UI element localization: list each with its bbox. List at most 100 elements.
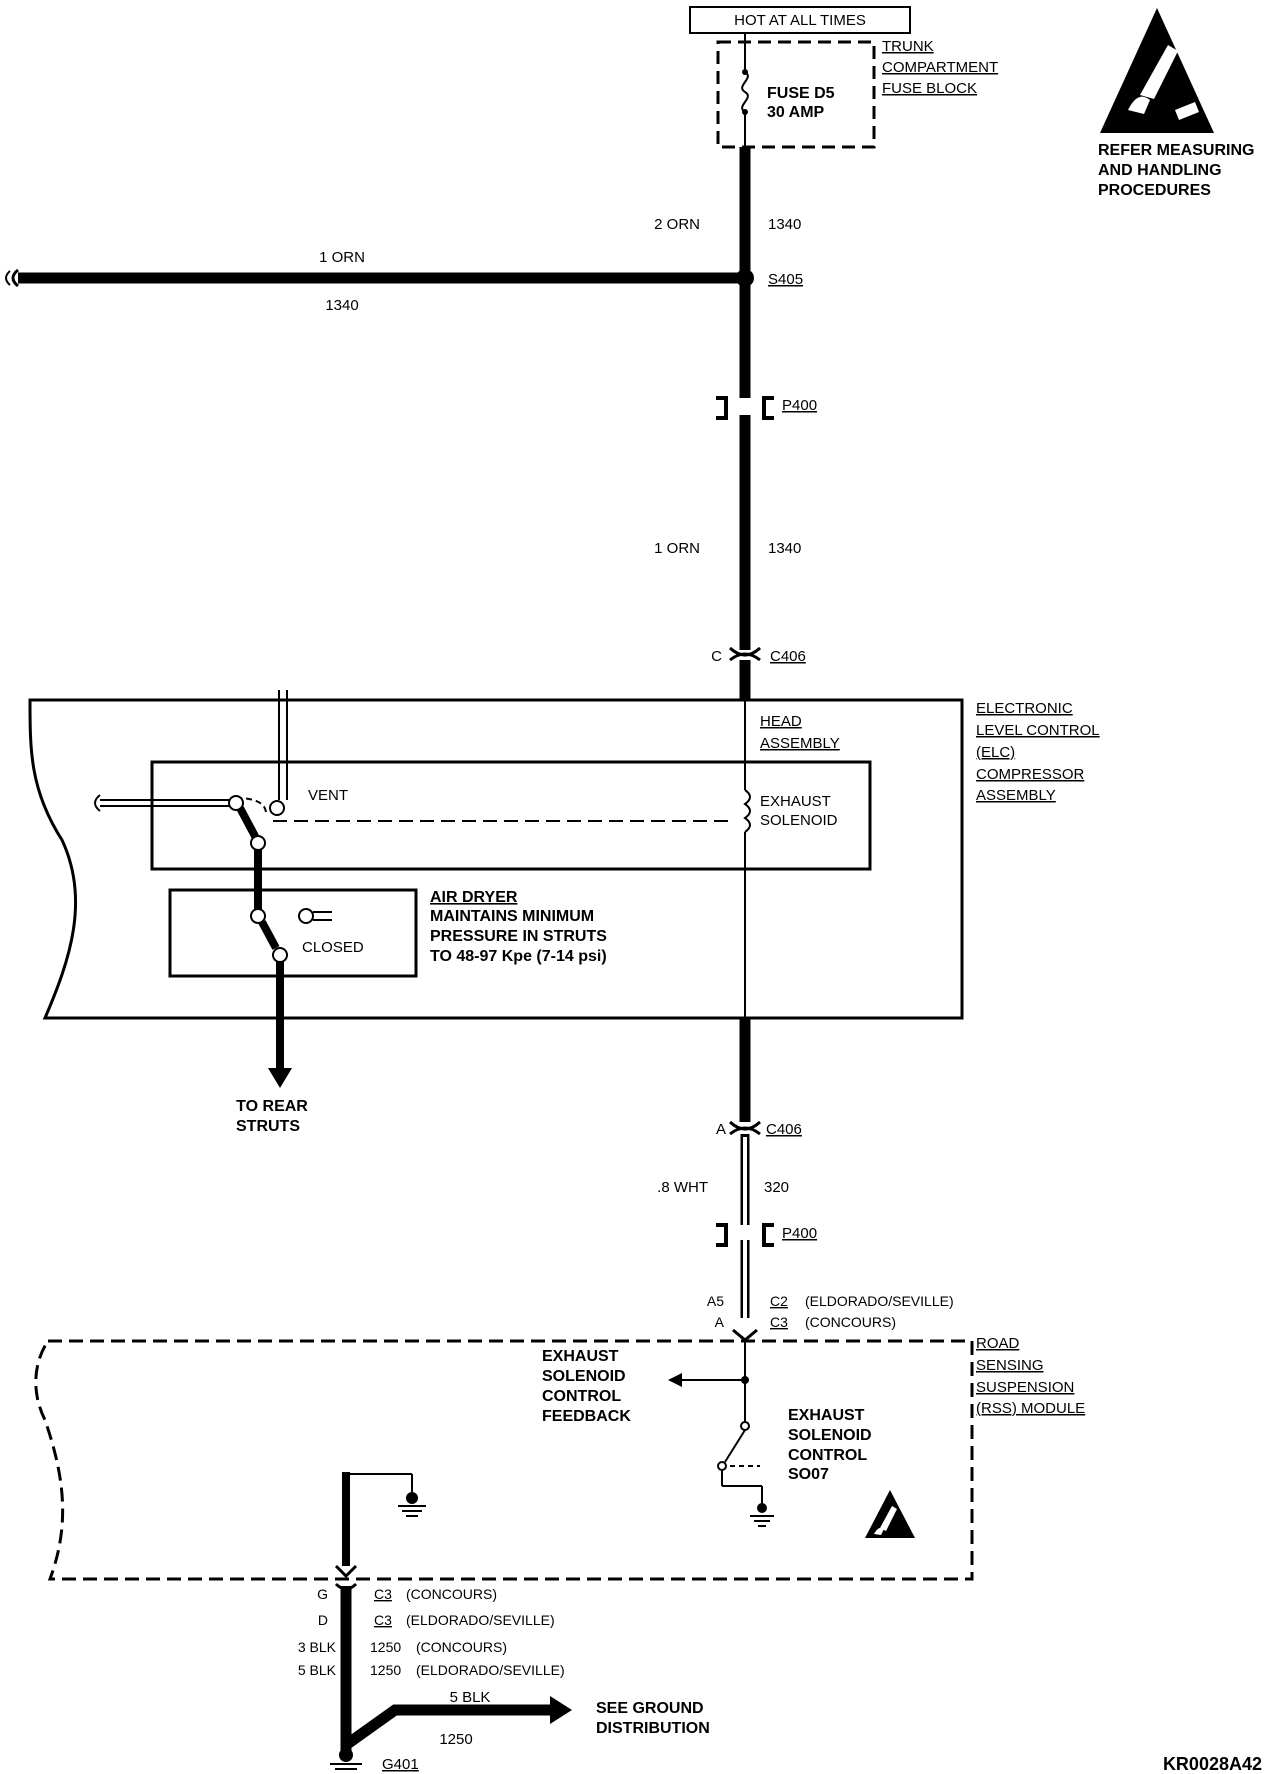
control-1: EXHAUST [788, 1407, 865, 1424]
p400-bottom-label: P400 [782, 1225, 817, 1242]
hot-label: HOT AT ALL TIMES [734, 12, 866, 29]
solenoid-label-2: SOLENOID [760, 812, 838, 829]
see-ground-2: DISTRIBUTION [596, 1720, 710, 1737]
drawing-id: KR0028A42 [1163, 1754, 1262, 1774]
splice-dot [736, 269, 754, 287]
c406-bottom-pin: A [716, 1121, 726, 1138]
rss-c3-note: (CONCOURS) [805, 1314, 896, 1330]
rss-c3-pin: A [715, 1314, 725, 1330]
control-4: SO07 [788, 1466, 829, 1483]
c406-top-connector [728, 646, 762, 662]
rss-c2-pin: A5 [707, 1293, 724, 1309]
fuse-block-label-2: COMPARTMENT [882, 59, 998, 76]
esd-note-1: REFER MEASURING [1098, 142, 1254, 159]
rss-c3-label: C3 [770, 1314, 788, 1330]
head-assembly-2: ASSEMBLY [760, 735, 840, 752]
ground-branch-circuit: 1250 [439, 1731, 472, 1748]
ground-branch-size-color: 5 BLK [450, 1689, 491, 1706]
branch-circuit: 1340 [325, 297, 358, 314]
ground-row1-a: G [317, 1586, 328, 1602]
rss-c2-label: C2 [770, 1293, 788, 1309]
feedback-3: CONTROL [542, 1388, 621, 1405]
elc-title-4: COMPRESSOR [976, 766, 1085, 783]
wire1-size-color: 2 ORN [654, 216, 700, 233]
air-dryer-line-2: PRESSURE IN STRUTS [430, 928, 607, 945]
air-dryer-title: AIR DRYER [430, 889, 518, 906]
fuse-block-label-1: TRUNK [882, 38, 934, 55]
wire1-circuit: 1340 [768, 216, 801, 233]
p400-bottom-connector [716, 1223, 774, 1247]
p400-top-connector [716, 396, 774, 420]
ground-row4-a: 5 BLK [298, 1662, 337, 1678]
ground-row3-b: 1250 [370, 1639, 401, 1655]
see-ground-1: SEE GROUND [596, 1700, 704, 1717]
air-dryer-box [168, 888, 418, 978]
to-struts-1: TO REAR [236, 1098, 308, 1115]
to-struts-arrow-icon [268, 1068, 292, 1088]
c406-top-label: C406 [770, 648, 806, 665]
head-assembly-box [150, 760, 872, 871]
p400-top-label: P400 [782, 397, 817, 414]
fuse-block: FUSE D5 30 AMP [716, 40, 876, 149]
ground-row3-c: (CONCOURS) [416, 1639, 507, 1655]
fuse-block-label-3: FUSE BLOCK [882, 80, 977, 97]
ground-row1-c: (CONCOURS) [406, 1586, 497, 1602]
vent-line [94, 794, 233, 812]
closed-label: CLOSED [302, 939, 364, 956]
rss-title-3: SUSPENSION [976, 1379, 1074, 1396]
elc-title-1: ELECTRONIC [976, 700, 1073, 717]
control-2: SOLENOID [788, 1427, 872, 1444]
elc-title-5: ASSEMBLY [976, 787, 1056, 804]
exhaust-switch [717, 1429, 774, 1527]
wire2-circuit: 1340 [768, 540, 801, 557]
wire3-size-color: .8 WHT [657, 1179, 708, 1196]
g401-label: G401 [382, 1756, 419, 1773]
air-dryer-line-3: TO 48-97 Kpe (7-14 psi) [430, 948, 607, 965]
feedback-1: EXHAUST [542, 1348, 619, 1365]
ground-row2-c: (ELDORADO/SEVILLE) [406, 1612, 555, 1628]
ground-row1-b: C3 [374, 1586, 392, 1602]
esd-warning-icon [1100, 8, 1214, 133]
rss-module-outline [34, 1339, 974, 1581]
elc-title-2: LEVEL CONTROL [976, 722, 1100, 739]
control-3: CONTROL [788, 1447, 867, 1464]
feedback-4: FEEDBACK [542, 1408, 631, 1425]
valve-linkage [236, 806, 292, 1088]
esd-warning-small-icon [865, 1490, 915, 1538]
splice-label: S405 [768, 271, 803, 288]
exhaust-solenoid-coil-icon [743, 789, 751, 833]
ground-row2-a: D [318, 1612, 328, 1628]
c406-top-pin: C [711, 648, 722, 665]
internal-ground-icon [750, 1503, 774, 1527]
rss-title-2: SENSING [976, 1357, 1044, 1374]
g401-ground-icon [330, 1748, 362, 1770]
ground-distribution-branch [342, 1696, 572, 1750]
feedback-arrow-icon [668, 1373, 682, 1387]
ground-row4-b: 1250 [370, 1662, 401, 1678]
c406-bottom-label: C406 [766, 1121, 802, 1138]
wire2-size-color: 1 ORN [654, 540, 700, 557]
wire3-circuit: 320 [764, 1179, 789, 1196]
air-dryer-line-1: MAINTAINS MINIMUM [430, 908, 594, 925]
elc-compressor-outline [28, 698, 964, 1020]
branch-wire [5, 268, 745, 288]
fuse-rating: 30 AMP [767, 104, 825, 121]
ground-row3-a: 3 BLK [298, 1639, 337, 1655]
module-ground [342, 1472, 426, 1566]
branch-size-color: 1 ORN [319, 249, 365, 266]
ground-row4-c: (ELDORADO/SEVILLE) [416, 1662, 565, 1678]
rss-title-4: (RSS) MODULE [976, 1400, 1085, 1417]
solenoid-label-1: EXHAUST [760, 793, 831, 810]
hot-at-all-times-box: HOT AT ALL TIMES [689, 6, 911, 34]
esd-note-3: PROCEDURES [1098, 182, 1211, 199]
fuse-name: FUSE D5 [767, 85, 835, 102]
elc-title-3: (ELC) [976, 744, 1015, 761]
rss-connector-icon [732, 1328, 758, 1342]
to-struts-2: STRUTS [236, 1118, 300, 1135]
ground-row2-b: C3 [374, 1612, 392, 1628]
feedback-2: SOLENOID [542, 1368, 626, 1385]
rss-c2-note: (ELDORADO/SEVILLE) [805, 1293, 954, 1309]
rss-title-1: ROAD [976, 1335, 1020, 1352]
vent-label: VENT [308, 787, 348, 804]
